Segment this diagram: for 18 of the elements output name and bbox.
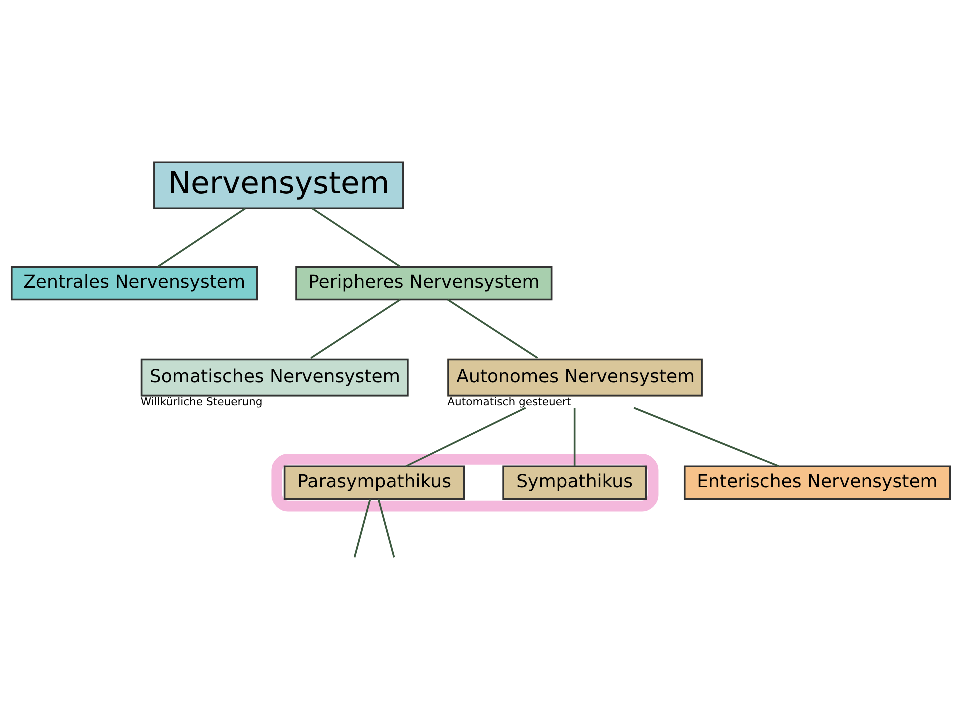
connector (634, 407, 780, 468)
cluster (272, 454, 659, 512)
connector (312, 208, 402, 268)
node-label: Willkürliche Steuerung (140, 395, 263, 408)
connector (574, 408, 576, 466)
connector (157, 208, 246, 268)
connector (310, 299, 401, 360)
connector (354, 499, 372, 558)
node-box: Nervensystem (154, 162, 404, 210)
connector (378, 499, 396, 558)
connector (406, 407, 526, 468)
node-box: Sympathikus (502, 466, 647, 500)
node-box: Parasympathikus (284, 466, 466, 500)
node-box: Zentrales Nervensystem (10, 266, 258, 301)
node-box: Peripheres Nervensystem (296, 266, 553, 301)
connector (448, 299, 538, 360)
node-box: Enterisches Nervensystem (684, 466, 952, 500)
node-label: Automatisch gesteuert (448, 395, 572, 408)
